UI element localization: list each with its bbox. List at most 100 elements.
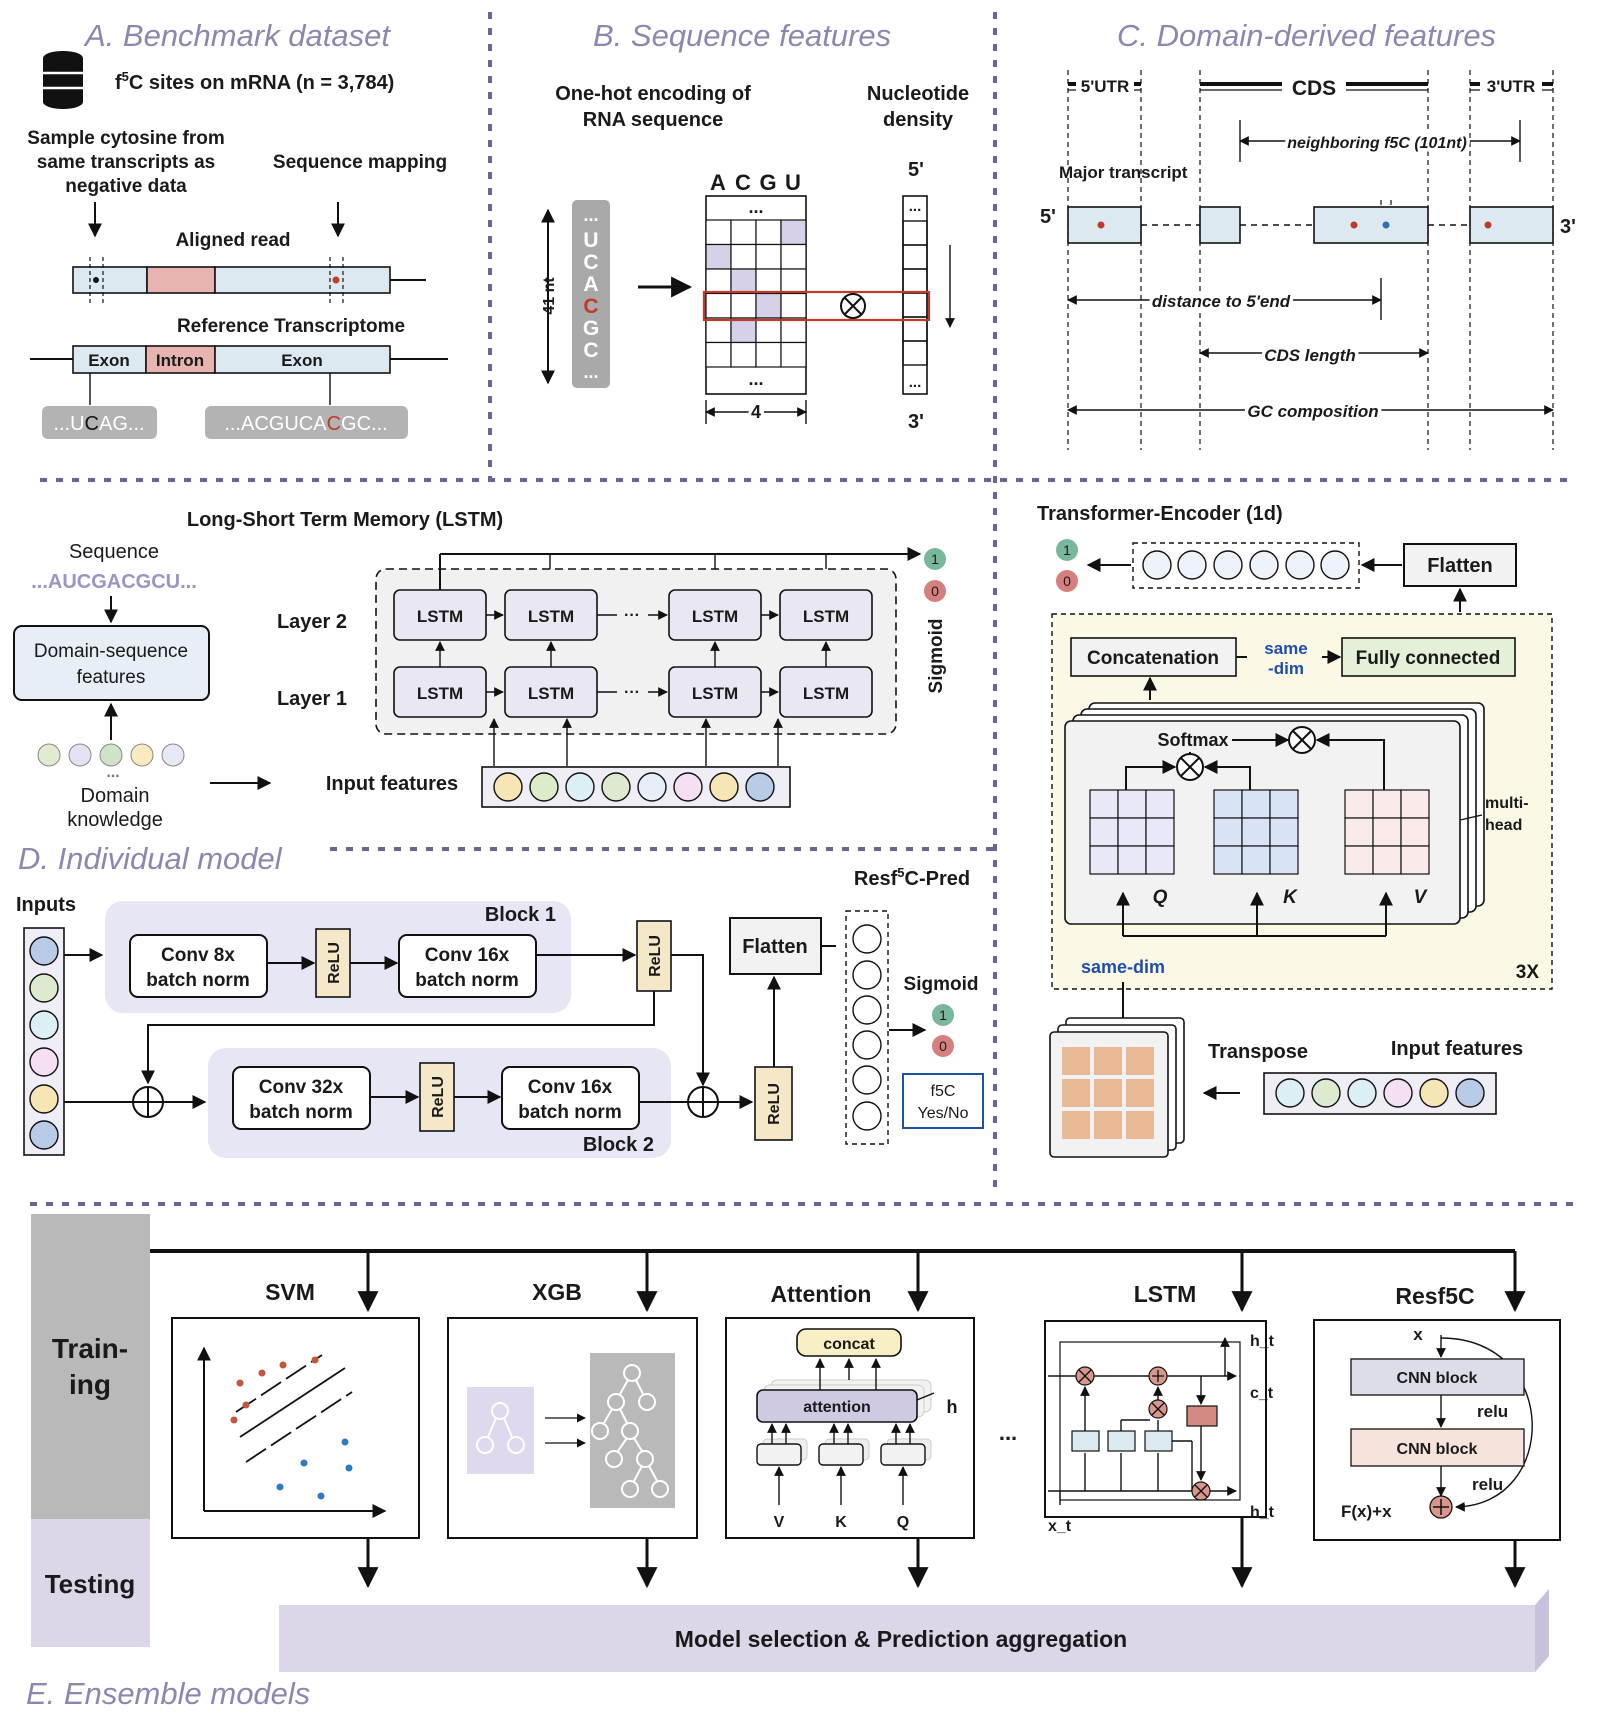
section-title-d: D. Individual model — [18, 841, 283, 876]
transformer-title: Transformer-Encoder (1d) — [1037, 503, 1283, 525]
onehot-cell — [705, 268, 732, 295]
resf5c-label: Resf5C — [1395, 1283, 1474, 1309]
matrix-width-label: 4 — [751, 402, 761, 422]
q-input: Q — [897, 1514, 909, 1531]
density-column: ... ... — [902, 195, 928, 395]
matrix-cell — [1213, 789, 1243, 819]
xgb-label: XGB — [532, 1279, 582, 1305]
layer2-label: Layer 2 — [277, 611, 347, 633]
resnet-output-0: 0 — [939, 1038, 947, 1054]
inputs-label: Inputs — [16, 894, 76, 916]
svm-label: SVM — [265, 1279, 315, 1305]
svm-illustration — [197, 1346, 387, 1518]
relu-2: ReLU — [647, 935, 664, 977]
more-models-dots: ... — [999, 1420, 1017, 1445]
onehot-label-1: One-hot encoding of — [555, 83, 751, 105]
matrix-cell — [1213, 845, 1243, 875]
layer1-label: Layer 1 — [277, 688, 347, 710]
matrix-cell — [1089, 789, 1119, 819]
sequence-letter-2: C — [583, 251, 598, 274]
v-label: V — [1414, 887, 1428, 908]
matrix-cell — [1117, 817, 1147, 847]
onehot-label-2: RNA sequence — [583, 109, 723, 131]
lstm-cell-illustration: h_t c_t x_t h_t — [1048, 1333, 1275, 1535]
sequence-letter-5: G — [583, 317, 599, 340]
onehot-cell — [730, 292, 757, 319]
resf5c-pred-label: Resf5C-Pred — [854, 865, 970, 890]
sequence-fragment-2: ...ACGUCACGC... — [224, 413, 387, 435]
resnet-sigmoid-label: Sigmoid — [904, 974, 979, 995]
section-title-a: A. Benchmark dataset — [83, 18, 391, 53]
aligned-read-label: Aligned read — [175, 230, 290, 251]
column-u: U — [785, 170, 801, 195]
multi-head-label-2: head — [1485, 817, 1522, 834]
matrix-cell — [1400, 789, 1430, 819]
section-title-e: E. Ensemble models — [26, 1676, 310, 1711]
matrix-cell — [1089, 817, 1119, 847]
domain-sequence-label-1: Domain-sequence — [34, 641, 188, 662]
lstm-cell-1-4: LSTM — [803, 684, 849, 703]
same-dim-top-1: same — [1264, 639, 1307, 658]
lstm-cell-2-4: LSTM — [803, 607, 849, 626]
matrix-cell — [1372, 817, 1402, 847]
exon-1: Exon — [88, 351, 130, 370]
onehot-matrix: ... ... — [705, 195, 807, 395]
cds-length-label: CDS length — [1264, 346, 1356, 365]
matrix-cell — [1089, 845, 1119, 875]
sequence-letter-1: U — [583, 229, 598, 252]
yes-no-label: Yes/No — [918, 1105, 969, 1122]
softmax-label: Softmax — [1157, 730, 1228, 750]
column-g: G — [759, 170, 776, 195]
reference-transcript: Exon Intron Exon — [30, 345, 448, 405]
negative-label-3: negative data — [65, 176, 187, 197]
highlight-row — [702, 290, 931, 322]
site-count: f5C sites on mRNA (n = 3,784) — [115, 69, 394, 94]
matrix-cell — [1344, 817, 1374, 847]
lstm-title: Long-Short Term Memory (LSTM) — [187, 509, 503, 531]
lstm-sigmoid-label: Sigmoid — [926, 619, 947, 694]
major-transcript-label: Major transcript — [1059, 163, 1188, 182]
intron: Intron — [156, 351, 204, 370]
aggregation-label: Model selection & Prediction aggregation — [675, 1626, 1127, 1652]
relu-label-1: relu — [1477, 1402, 1508, 1421]
panel-lstm-model: Long-Short Term Memory (LSTM) Sequence .… — [13, 509, 947, 831]
matrix-cell — [1241, 817, 1271, 847]
sequence-letter-6: C — [583, 339, 598, 362]
matrix-cell — [1145, 789, 1175, 819]
lstm-input-label: Input features — [326, 773, 458, 795]
sequence-bar: ... U C A C G C ... — [572, 200, 610, 388]
ht-bottom-label: h_t — [1250, 1504, 1275, 1521]
matrix-cell — [1269, 845, 1299, 875]
sequence-mapping-label: Sequence mapping — [273, 152, 447, 173]
onehot-cell — [755, 341, 782, 368]
distance-label: distance to 5'end — [1152, 292, 1291, 311]
density-dots-top: ... — [909, 198, 922, 215]
matrix-cell — [1213, 817, 1243, 847]
sequence-value: ...AUCGACGCU... — [31, 571, 197, 593]
matrix-cell — [1145, 845, 1175, 875]
xt-label: x_t — [1048, 1518, 1072, 1535]
sequence-letter-3: A — [583, 273, 598, 296]
cnn-block-2: CNN block — [1397, 1441, 1478, 1458]
k-label: K — [1283, 887, 1298, 908]
matrix-cell — [1269, 789, 1299, 819]
section-dividers — [30, 12, 1575, 1206]
svg-text:···: ··· — [624, 684, 640, 701]
lstm-layer-2: LSTM LSTM LSTM LSTM ··· — [393, 589, 873, 641]
lstm-cell-2-1: LSTM — [417, 607, 463, 626]
matrix-cell — [1145, 817, 1175, 847]
onehot-cell — [755, 292, 782, 319]
onehot-cell — [730, 317, 757, 344]
attention-illustration: concat attention h — [756, 1328, 958, 1531]
multiply-icon — [840, 293, 866, 319]
same-dim-top-2: -dim — [1268, 659, 1304, 678]
matrix-cell — [1241, 845, 1271, 875]
conv8-label-2: batch norm — [146, 970, 249, 991]
block1-label: Block 1 — [485, 904, 556, 926]
matrix-cell — [1400, 845, 1430, 875]
column-c: C — [735, 170, 751, 195]
reference-label: Reference Transcriptome — [177, 316, 405, 337]
conv16b-label-1: Conv 16x — [528, 1077, 613, 1098]
lstm-cell-2-2: LSTM — [528, 607, 574, 626]
density-label-1: Nucleotide — [867, 83, 969, 105]
